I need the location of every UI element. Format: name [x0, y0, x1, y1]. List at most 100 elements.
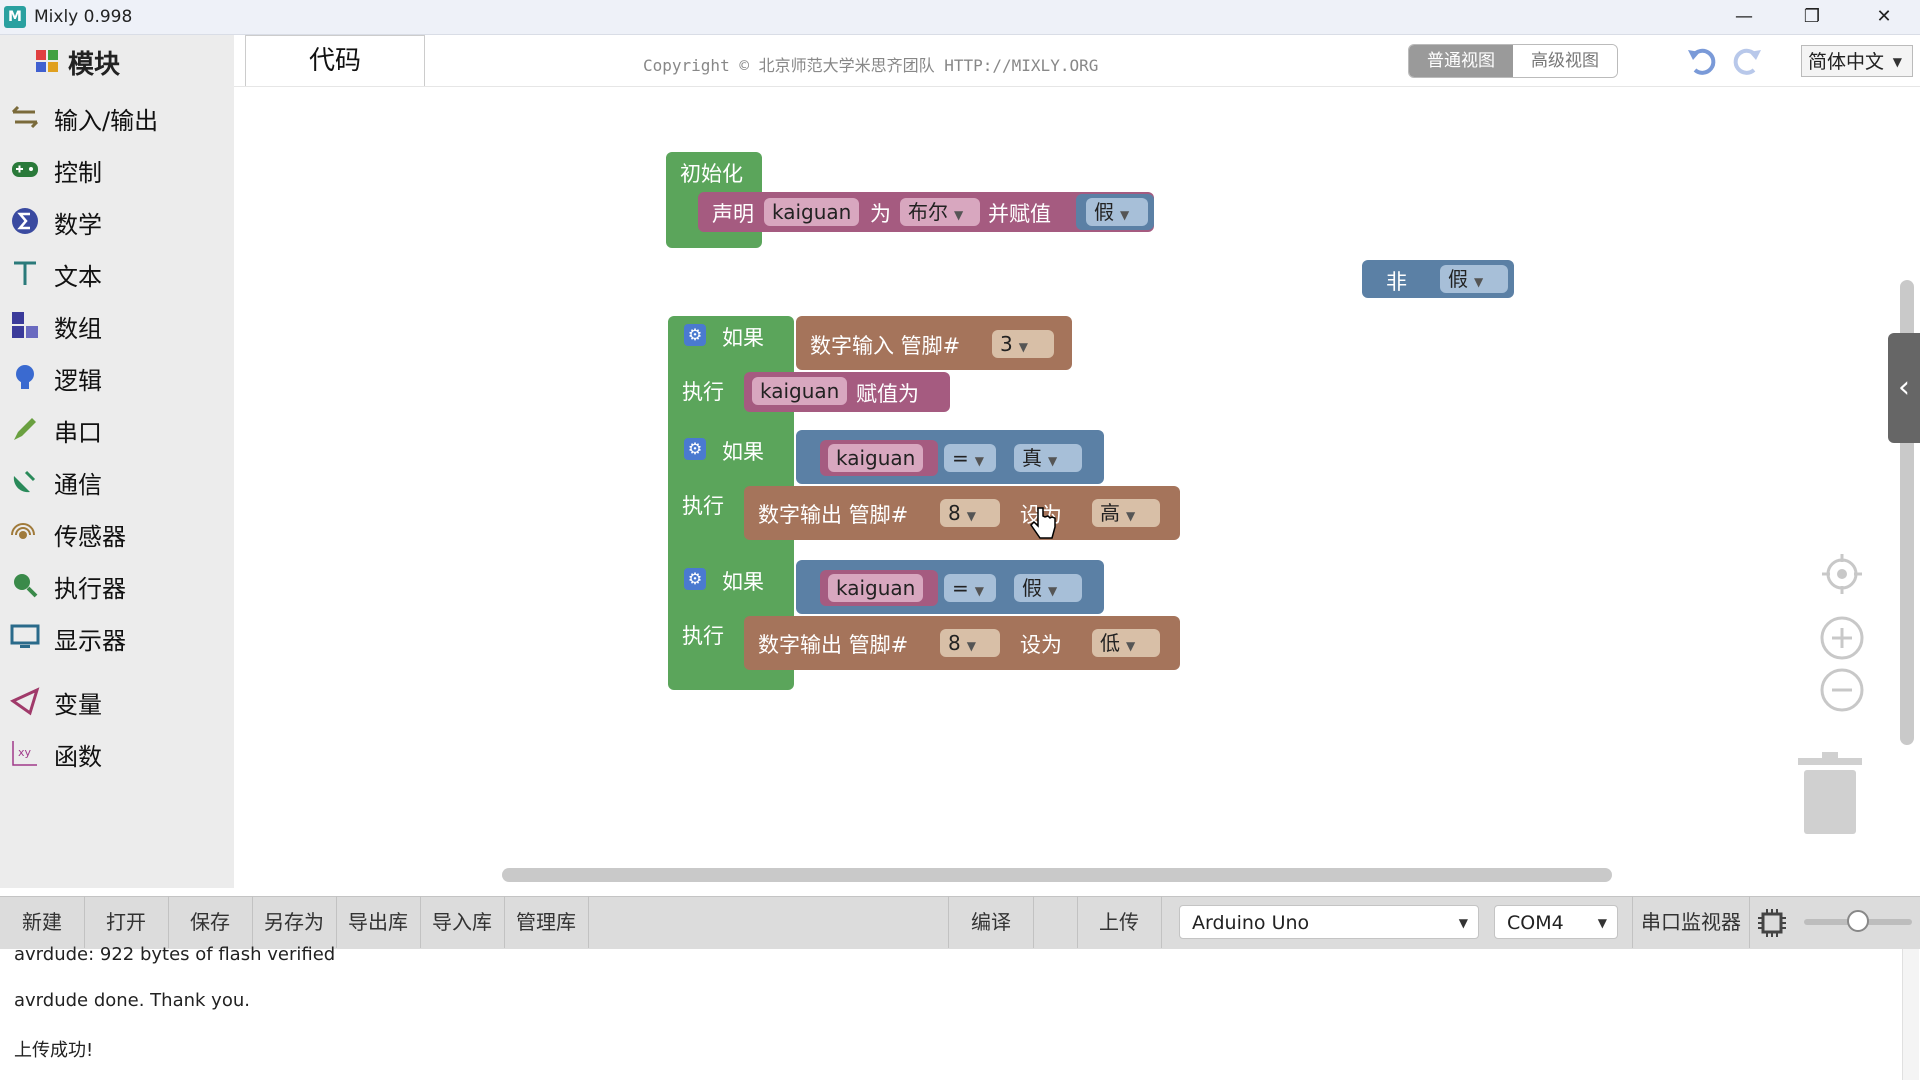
gear-icon[interactable]: ⚙: [684, 568, 706, 590]
close-button[interactable]: ✕: [1876, 6, 1892, 27]
not-label: 非: [1386, 270, 1407, 294]
sidebar-item-io[interactable]: 输入/输出: [0, 90, 234, 142]
puzzle-icon: [36, 50, 58, 72]
chevron-down-icon: ▼: [1892, 55, 1902, 69]
bulb-icon: [16, 365, 34, 389]
chevron-down-icon: ▼: [1126, 639, 1136, 653]
level-dropdown[interactable]: 高▼: [1092, 499, 1160, 527]
sidebar-item-label: 输入/输出: [54, 107, 159, 135]
port-select[interactable]: COM4 ▼: [1494, 905, 1618, 939]
sidebar-item-communication[interactable]: 通信: [0, 454, 234, 506]
import-library-button[interactable]: 导入库: [420, 896, 505, 948]
io-arrows-icon: [11, 105, 39, 129]
variable-name-field[interactable]: kaiguan: [828, 574, 924, 602]
horizontal-scrollbar[interactable]: [502, 868, 1612, 882]
redo-icon[interactable]: [1730, 44, 1764, 78]
save-as-button[interactable]: 另存为: [252, 896, 337, 948]
board-select[interactable]: Arduino Uno▼: [1179, 905, 1479, 939]
save-button[interactable]: 保存: [168, 896, 253, 948]
chip-icon[interactable]: [1757, 908, 1787, 938]
variable-name-field[interactable]: kaiguan: [828, 444, 924, 472]
assign-label: 赋值为: [856, 382, 919, 406]
console-scrollbar[interactable]: [1902, 949, 1919, 1080]
zoom-slider-handle[interactable]: [1847, 910, 1869, 932]
toolbar-spacer: [1033, 896, 1078, 948]
chevron-down-icon: ▼: [966, 639, 976, 653]
window-title: Mixly 0.998: [34, 7, 133, 27]
chevron-down-icon: ▼: [1126, 509, 1136, 523]
sidebar-item-label: 控制: [54, 159, 102, 187]
function-xy-icon: xy: [12, 741, 37, 766]
serial-monitor-button[interactable]: 串口监视器: [1633, 896, 1750, 948]
export-library-button[interactable]: 导出库: [336, 896, 421, 948]
gear-icon[interactable]: ⚙: [684, 438, 706, 460]
variable-name-field[interactable]: kaiguan: [764, 198, 860, 226]
chevron-down-icon: ▼: [1048, 584, 1058, 598]
maximize-button[interactable]: ❐: [1803, 6, 1821, 27]
toolbar-divider: [1632, 896, 1633, 948]
manage-library-button[interactable]: 管理库: [504, 896, 589, 948]
sidebar-item-label: 数学: [54, 211, 102, 239]
sidebar-item-array[interactable]: 数组: [0, 298, 234, 350]
center-target-icon[interactable]: [1818, 550, 1866, 598]
open-button[interactable]: 打开: [84, 896, 169, 948]
sidebar-item-label: 显示器: [54, 627, 126, 655]
operator-dropdown[interactable]: =▼: [944, 444, 996, 472]
operator-dropdown[interactable]: =▼: [944, 574, 996, 602]
undo-icon[interactable]: [1685, 44, 1719, 78]
as-label: 为: [870, 202, 891, 226]
sidebar-item-label: 数组: [54, 315, 102, 343]
language-value: 简体中文: [1808, 51, 1885, 73]
pin-dropdown[interactable]: 8▼: [940, 499, 1000, 527]
sidebar-item-function[interactable]: xy 函数: [0, 726, 234, 778]
zoom-out-icon[interactable]: [1818, 666, 1866, 714]
language-select[interactable]: 简体中文 ▼: [1801, 45, 1913, 77]
sidebar-item-logic[interactable]: 逻辑: [0, 350, 234, 402]
board-value: Arduino Uno: [1192, 912, 1310, 934]
satellite-icon: [13, 470, 36, 493]
sidebar-item-label: 逻辑: [54, 367, 102, 395]
sidebar-item-control[interactable]: 控制: [0, 142, 234, 194]
pin-dropdown[interactable]: 3▼: [992, 330, 1054, 358]
chevron-left-icon[interactable]: ‹: [1888, 333, 1920, 443]
level-dropdown[interactable]: 低▼: [1092, 629, 1160, 657]
chevron-down-icon: ▼: [954, 208, 964, 222]
new-button[interactable]: 新建: [0, 896, 85, 948]
console-line: avrdude done. Thank you.: [14, 990, 250, 1011]
compile-button[interactable]: 编译: [949, 896, 1034, 948]
type-dropdown[interactable]: 布尔 ▼: [900, 198, 980, 226]
sidebar-item-variable[interactable]: 变量: [0, 674, 234, 726]
sidebar-item-math[interactable]: 数学: [0, 194, 234, 246]
not-value-dropdown[interactable]: 假▼: [1440, 265, 1508, 293]
if-label: 如果: [722, 440, 764, 464]
sidebar-item-actuator[interactable]: 执行器: [0, 558, 234, 610]
chevron-down-icon: ▼: [1597, 916, 1607, 930]
sidebar-item-text[interactable]: 文本: [0, 246, 234, 298]
tab-code[interactable]: 代码: [245, 35, 425, 86]
zoom-in-icon[interactable]: [1818, 614, 1866, 662]
sidebar-item-display[interactable]: 显示器: [0, 610, 234, 662]
upload-button[interactable]: 上传: [1077, 896, 1162, 948]
gear-icon[interactable]: ⚙: [684, 324, 706, 346]
minimize-button[interactable]: —: [1735, 6, 1753, 27]
advanced-view-button[interactable]: 高级视图: [1513, 45, 1617, 77]
operator-value: =: [952, 446, 969, 470]
sidebar-item-label: 变量: [54, 691, 102, 719]
variable-name-field[interactable]: kaiguan: [752, 377, 848, 405]
port-value: COM4: [1507, 912, 1564, 934]
boolean-value: 假: [1022, 576, 1042, 600]
pin-value: 3: [1000, 332, 1013, 356]
svg-text:xy: xy: [18, 746, 32, 759]
type-value: 布尔: [908, 200, 948, 224]
normal-view-button[interactable]: 普通视图: [1409, 45, 1513, 77]
trash-icon[interactable]: [1796, 752, 1864, 836]
chevron-down-icon: ▼: [974, 584, 984, 598]
boolean-dropdown[interactable]: 假▼: [1086, 198, 1148, 226]
chevron-down-icon: ▼: [1474, 275, 1484, 289]
set-label: 设为: [1020, 633, 1062, 657]
boolean-dropdown[interactable]: 真▼: [1014, 444, 1082, 472]
boolean-dropdown[interactable]: 假▼: [1014, 574, 1082, 602]
sidebar-item-sensor[interactable]: 传感器: [0, 506, 234, 558]
sidebar-item-serial[interactable]: 串口: [0, 402, 234, 454]
pin-dropdown[interactable]: 8▼: [940, 629, 1000, 657]
